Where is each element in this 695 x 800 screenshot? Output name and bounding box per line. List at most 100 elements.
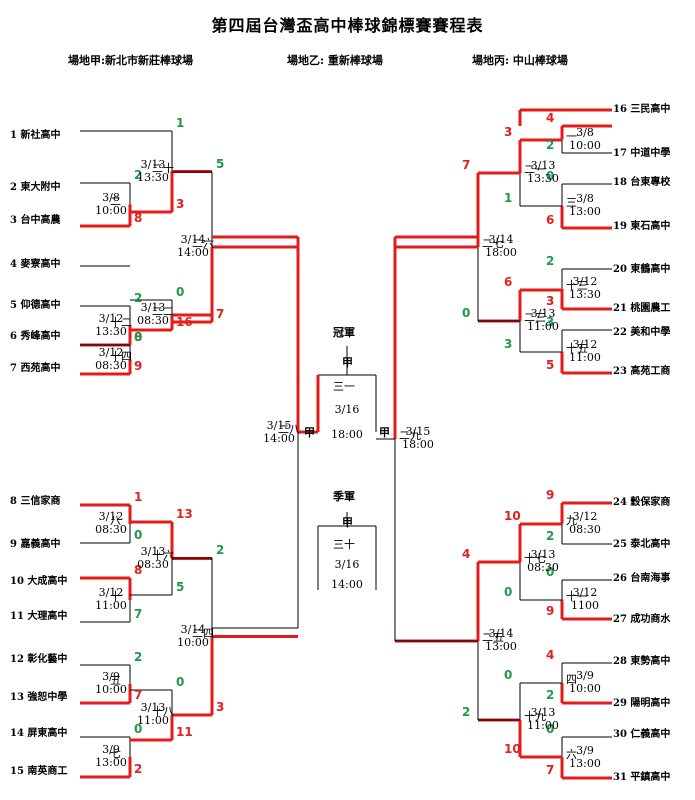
score-g4-bottom: 2 [546,688,555,702]
game-number-g5: 五 [110,674,121,687]
score-g18-bottom: 11 [176,725,193,739]
game-time-line: 3/13 [530,159,556,172]
score-g7-top: 0 [134,722,143,736]
score-g8-bottom: 0 [134,528,143,542]
score-g25-bottom: 2 [462,705,471,719]
score-g22-top: 0 [176,285,185,299]
team-right-18: 18 台東專校 [613,177,671,188]
game-time-line: 3/14 [180,622,206,636]
score-g26-bottom: 7 [216,307,225,321]
game-number-g17: 十七 [524,552,546,565]
game-number-g6: 六 [566,747,577,761]
team-left-5: 5 仰德高中 [10,300,61,311]
team-right-23: 23 高苑工商 [613,366,671,377]
score-g20-top: 1 [176,116,185,130]
score-g16-top: 13 [176,507,193,521]
game-time-g31-date: 3/16 [334,403,360,416]
game-time-line: 08:30 [95,523,127,536]
game-number-g16: 十六 [152,548,174,562]
game-time-line: 08:30 [137,314,169,327]
game-time-line: 3/14 [180,233,206,246]
game-time-line: 3/9 [102,670,120,683]
score-g27-bottom: 0 [462,306,471,320]
game-time-line: 3/14 [488,233,514,246]
game-time-line: 08:30 [137,557,169,571]
team-left-4: 4 麥寮高中 [10,259,61,270]
team-right-29: 29 陽明高中 [613,698,671,709]
score-g21-top: 3 [504,125,513,139]
game-number-g20: 二十 [152,161,174,175]
score-g11-bottom: 9 [546,604,555,618]
game-time-line: 13:30 [569,288,601,301]
game-time-line: 3/12 [98,345,124,359]
score-g16-bottom: 5 [176,580,185,594]
game-time-line: 13:00 [569,205,601,218]
game-time-line: 13:00 [569,756,601,770]
game-number-g26: 二六 [192,237,214,250]
score-g6-bottom: 7 [546,763,555,777]
game-time-line: 3/12 [572,275,598,288]
score-g27-top: 7 [462,158,471,172]
score-g4-top: 4 [546,648,555,662]
semi-right-winner-mark: 甲 [379,426,390,439]
game-time-line: 3/14 [488,627,514,640]
team-right-24: 24 穀保家商 [613,497,671,508]
score-g9-bottom: 2 [546,529,555,543]
team-right-31: 31 平鎮高中 [613,772,671,783]
team-right-20: 20 東鶴高中 [613,264,671,275]
team-left-6: 6 秀峰高中 [10,331,61,342]
game-number-g9: 九 [566,513,577,527]
game-time-line: 11:00 [569,350,601,364]
game-time-line: 11:00 [95,599,127,612]
game-time-line: 3/12 [572,509,598,523]
score-g3-bottom: 6 [546,213,555,227]
score-g3-top: 0 [546,169,555,183]
team-left-12: 12 彰化藝中 [10,654,68,665]
score-g13-top: 2 [546,254,555,268]
score-g1-top: 4 [546,111,555,125]
venue-a: 場地甲:新北市新莊棒球場 [68,54,194,67]
score-g19-top: 0 [504,668,513,682]
game-time-line: 3/8 [102,190,120,204]
score-g8-top: 1 [134,490,143,504]
team-right-30: 30 仁義高中 [613,729,671,740]
score-g5-top: 2 [134,650,143,664]
game-time-line: 13:00 [95,756,127,769]
game-number-g15: 十五 [566,341,588,355]
game-time-line: 3/9 [102,743,120,756]
score-g24-bottom: 3 [216,700,225,714]
venue-b: 場地乙: 重新棒球場 [287,54,383,67]
game-number-g21: 二一 [524,163,546,176]
score-g2-bottom: 8 [134,211,143,225]
venue-c: 場地丙: 中山棒球場 [472,54,568,67]
game-number-g10: 十 [110,590,121,603]
team-left-2: 2 東大附中 [10,182,61,193]
game-time-line: 14:00 [263,431,295,445]
game-time-line: 3/12 [572,337,598,351]
score-g1-bottom: 2 [546,138,555,152]
team-left-14: 14 屏東高中 [10,728,68,739]
team-left-11: 11 大理高中 [10,611,68,622]
game-time-line: 3/15 [405,425,431,438]
score-g23-bottom: 3 [504,337,513,351]
score-g19-bottom: 10 [504,742,521,756]
team-right-21: 21 桃園農工 [613,303,671,314]
score-g17-bottom: 0 [504,585,513,599]
game-time-line: 11:00 [527,719,559,732]
game-number-g11: 十一 [566,589,588,603]
team-right-25: 25 泰北高中 [613,539,671,550]
game-time-line: 3/9 [576,669,594,682]
